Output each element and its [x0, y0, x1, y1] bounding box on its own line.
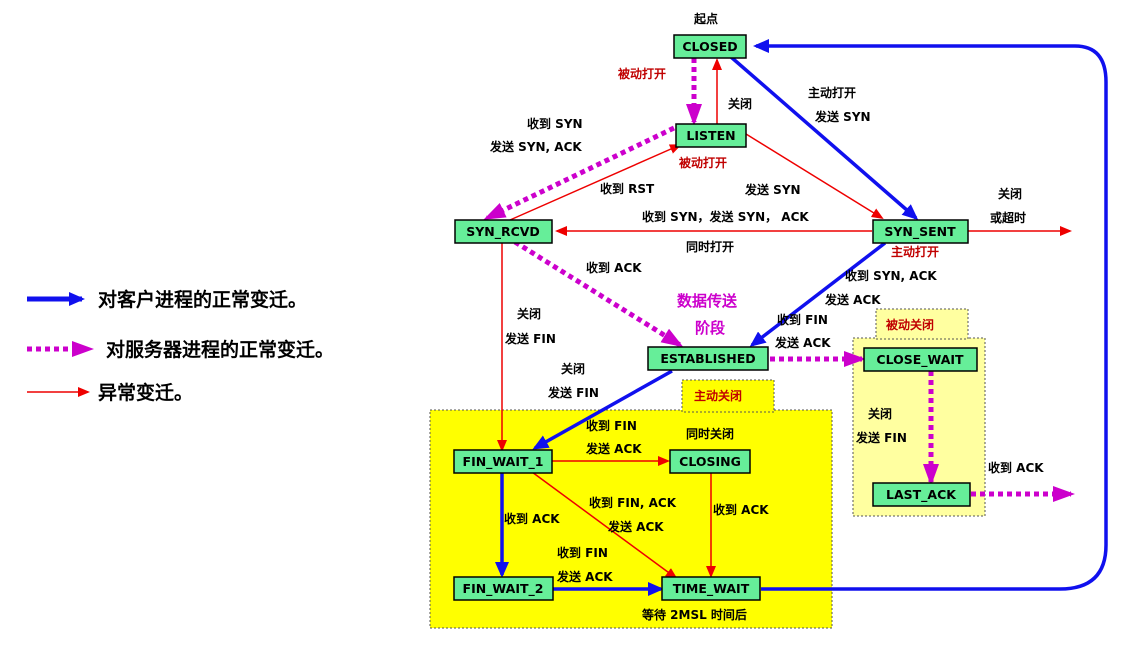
label-passive-open-1: 被动打开 — [618, 66, 666, 81]
label-close-listen: 关闭 — [728, 96, 752, 111]
label-passive-open-2: 被动打开 — [679, 155, 727, 170]
syn-sent-to-established-arrow — [749, 241, 887, 347]
legend-abnormal: 异常变迁。 — [27, 381, 193, 404]
label-close-1: 关闭 — [517, 306, 541, 321]
label-recv-fin-3: 收到 FIN — [557, 545, 608, 560]
label-simultaneous-open: 同时打开 — [686, 239, 734, 254]
svg-text:TIME_WAIT: TIME_WAIT — [673, 581, 750, 597]
svg-text:CLOSE_WAIT: CLOSE_WAIT — [876, 352, 964, 368]
label-send-ack-2: 发送 ACK — [774, 335, 831, 350]
label-recv-ack-1: 收到 ACK — [586, 260, 642, 275]
state-closed: CLOSED — [673, 34, 747, 59]
closed-to-syn-sent-arrow — [729, 55, 919, 220]
svg-text:FIN_WAIT_1: FIN_WAIT_1 — [463, 454, 544, 470]
label-close-or-timeout-2: 或超时 — [990, 210, 1026, 225]
state-closing: CLOSING — [669, 449, 751, 474]
label-active-open: 主动打开 — [808, 85, 856, 100]
label-recv-fin-2: 收到 FIN — [586, 418, 637, 433]
label-send-syn-1: 发送 SYN — [814, 109, 871, 124]
label-passive-close: 被动关闭 — [886, 317, 934, 332]
svg-text:对客户进程的正常变迁。: 对客户进程的正常变迁。 — [98, 288, 307, 311]
legend-client: 对客户进程的正常变迁。 — [27, 288, 307, 311]
legend: 对客户进程的正常变迁。 对服务器进程的正常变迁。 异常变迁。 — [27, 288, 334, 404]
label-send-ack-3: 发送 ACK — [585, 441, 642, 456]
label-recv-ack-3: 收到 ACK — [504, 511, 560, 526]
syn-rcvd-to-listen-arrow — [509, 144, 682, 221]
svg-text:LISTEN: LISTEN — [686, 128, 735, 143]
state-fin-wait-2: FIN_WAIT_2 — [453, 576, 554, 601]
state-time-wait: TIME_WAIT — [661, 576, 761, 601]
state-listen: LISTEN — [675, 123, 747, 148]
active-close-tag — [681, 379, 775, 413]
label-active-open-2: 主动打开 — [891, 244, 939, 259]
svg-text:LAST_ACK: LAST_ACK — [886, 487, 957, 503]
state-syn-sent: SYN_SENT — [872, 219, 969, 244]
syn-rcvd-to-established-arrow — [513, 239, 684, 348]
label-send-ack-4: 发送 ACK — [607, 519, 664, 534]
svg-text:对服务器进程的正常变迁。: 对服务器进程的正常变迁。 — [106, 338, 334, 361]
label-recv-fin-1: 收到 FIN — [777, 312, 828, 327]
listen-to-syn-sent-arrow — [745, 133, 884, 220]
label-recv-fin-ack: 收到 FIN, ACK — [589, 495, 677, 510]
label-close-2: 关闭 — [561, 361, 585, 376]
label-send-fin-2: 发送 FIN — [547, 385, 599, 400]
label-send-fin-3: 发送 FIN — [855, 430, 907, 445]
legend-server: 对服务器进程的正常变迁。 — [27, 338, 334, 361]
label-recv-rst: 收到 RST — [600, 181, 655, 196]
svg-text:SYN_SENT: SYN_SENT — [884, 224, 956, 240]
label-recv-syn-ack: 收到 SYN, ACK — [845, 268, 937, 283]
svg-text:CLOSED: CLOSED — [682, 39, 737, 54]
svg-text:FIN_WAIT_2: FIN_WAIT_2 — [463, 581, 544, 597]
svg-text:CLOSING: CLOSING — [679, 454, 741, 469]
label-send-syn-2: 发送 SYN — [744, 182, 801, 197]
label-send-ack-5: 发送 ACK — [556, 569, 613, 584]
label-start: 起点 — [693, 11, 718, 26]
label-active-close: 主动关闭 — [694, 388, 742, 403]
fin-wait-1-to-time-wait-arrow — [531, 471, 678, 580]
label-recv-ack-4: 收到 ACK — [713, 502, 769, 517]
label-close-or-timeout-1: 关闭 — [998, 186, 1022, 201]
svg-text:SYN_RCVD: SYN_RCVD — [466, 224, 540, 240]
label-send-syn-ack: 发送 SYN, ACK — [489, 139, 582, 154]
label-simultaneous-close: 同时关闭 — [686, 426, 734, 441]
svg-text:ESTABLISHED: ESTABLISHED — [660, 351, 755, 366]
time-wait-to-closed-arrow — [753, 39, 1108, 591]
state-last-ack: LAST_ACK — [872, 482, 971, 507]
state-close-wait: CLOSE_WAIT — [863, 347, 978, 372]
label-data-transfer-1: 数据传送 — [677, 292, 738, 310]
label-data-transfer-2: 阶段 — [695, 319, 725, 337]
state-established: ESTABLISHED — [647, 346, 769, 371]
established-to-fin-wait-1-arrow — [532, 369, 673, 450]
label-close-3: 关闭 — [868, 406, 892, 421]
listen-to-syn-rcvd-arrow — [483, 125, 676, 221]
label-wait-2msl: 等待 2MSL 时间后 — [641, 607, 747, 622]
state-syn-rcvd: SYN_RCVD — [454, 219, 553, 244]
passive-close-tag — [875, 308, 969, 340]
label-send-ack-1: 发送 ACK — [824, 292, 881, 307]
label-recv-syn: 收到 SYN — [527, 116, 583, 131]
label-recv-ack-2: 收到 ACK — [988, 460, 1044, 475]
label-send-fin-1: 发送 FIN — [504, 331, 556, 346]
label-recv-syn-send-syn-ack: 收到 SYN，发送 SYN， ACK — [642, 209, 809, 224]
svg-text:异常变迁。: 异常变迁。 — [98, 381, 193, 404]
state-fin-wait-1: FIN_WAIT_1 — [453, 449, 553, 474]
